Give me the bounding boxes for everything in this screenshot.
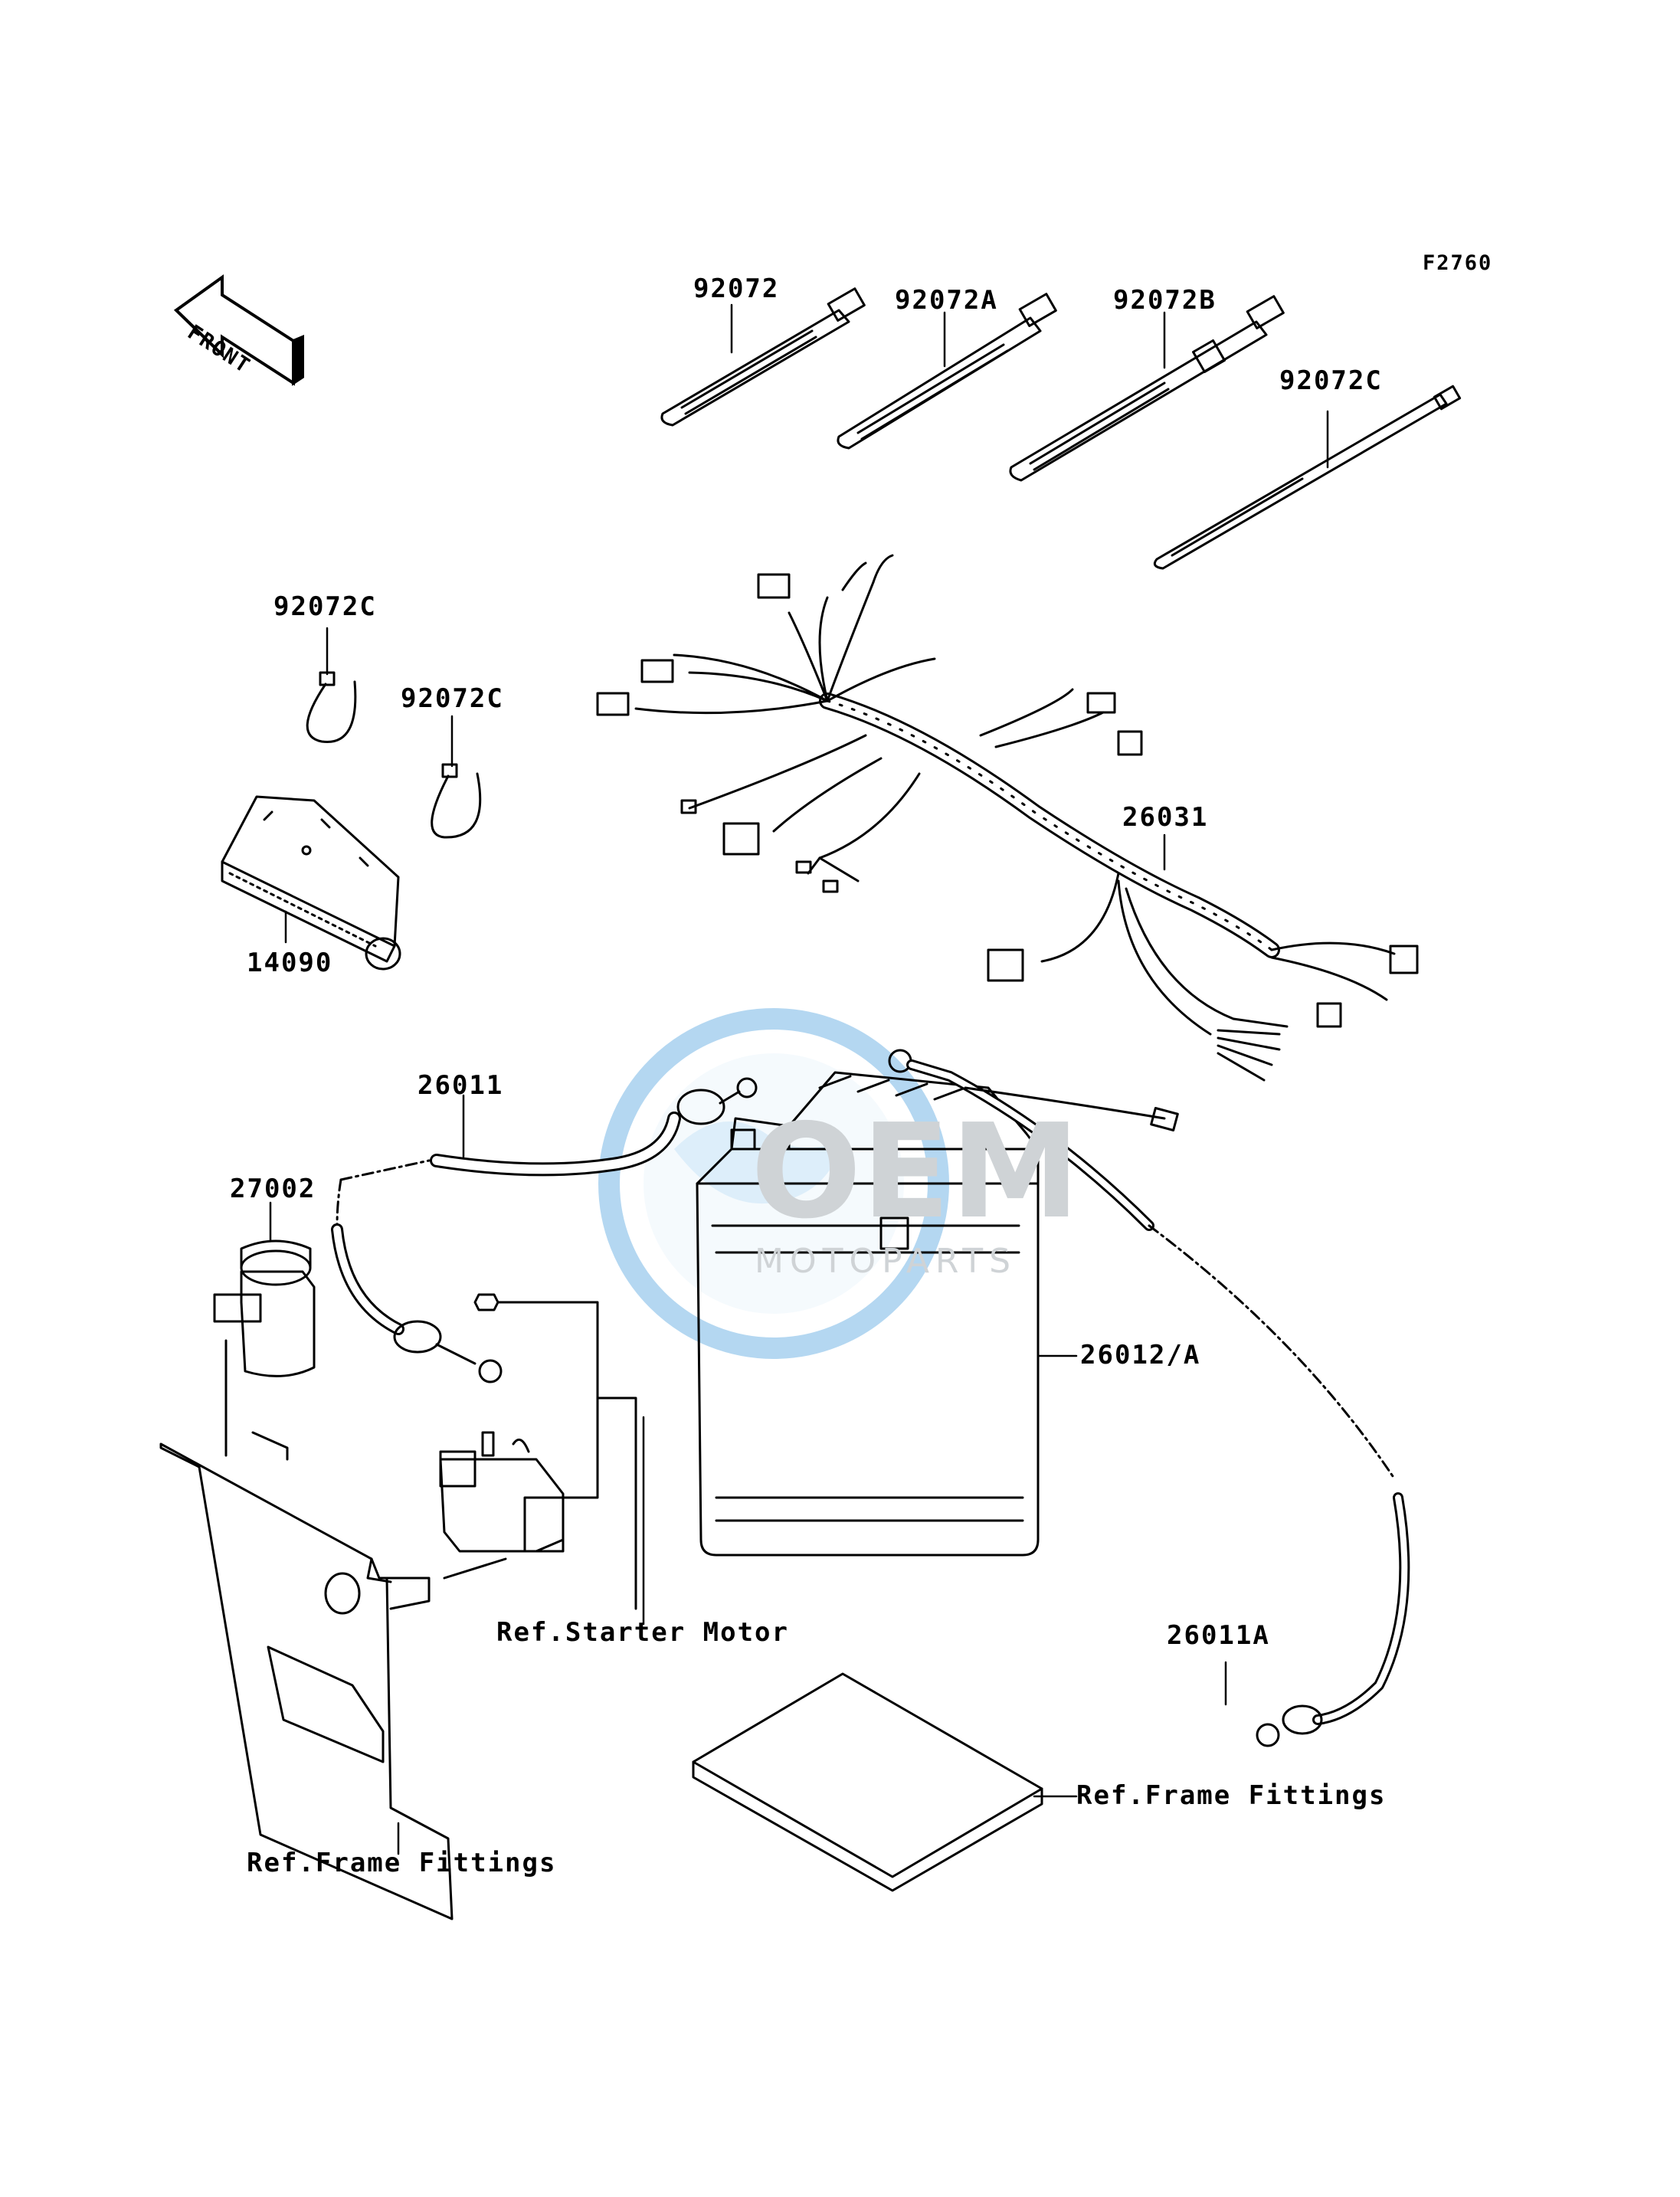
part-label-92072c-top: 92072C bbox=[1279, 365, 1383, 396]
part-label-26011: 26011 bbox=[418, 1070, 504, 1101]
part-label-27002: 27002 bbox=[230, 1174, 316, 1204]
part-label-92072: 92072 bbox=[693, 273, 780, 304]
part-label-26031: 26031 bbox=[1122, 802, 1209, 833]
battery-holder-bracket bbox=[159, 1431, 507, 1920]
battery-pad bbox=[692, 1672, 1043, 1892]
battery-cable-26011a bbox=[888, 1049, 1410, 1747]
ref-frame-fittings-left: Ref.Frame Fittings bbox=[247, 1848, 557, 1878]
bracket-14090 bbox=[221, 795, 401, 971]
ref-frame-fittings-right: Ref.Frame Fittings bbox=[1076, 1780, 1387, 1811]
ref-starter-motor: Ref.Starter Motor bbox=[496, 1617, 789, 1648]
loop-tie-left-1 bbox=[306, 671, 357, 744]
starter-relay bbox=[439, 1293, 637, 1610]
watermark-small-text: MOTOPARTS bbox=[755, 1242, 1017, 1281]
part-label-92072c-left1: 92072C bbox=[273, 591, 377, 622]
front-arrow-icon bbox=[173, 274, 304, 386]
part-label-26012a: 26012/A bbox=[1080, 1340, 1201, 1370]
cable-tie-92072 bbox=[660, 287, 866, 427]
figure-code: F2760 bbox=[1423, 251, 1493, 275]
wiring-harness-26031 bbox=[596, 554, 1419, 1082]
battery-26012a bbox=[696, 1071, 1040, 1557]
part-label-92072a: 92072A bbox=[895, 285, 998, 316]
loop-tie-left-2 bbox=[431, 763, 482, 839]
cable-tie-92072c bbox=[1153, 385, 1462, 570]
battery-cable-26011 bbox=[331, 1077, 758, 1383]
cable-tie-92072a bbox=[837, 293, 1057, 450]
relay-27002 bbox=[213, 1239, 316, 1457]
leader-lines bbox=[269, 303, 1329, 1855]
watermark-big-text: OEM bbox=[751, 1096, 1080, 1248]
part-label-92072c-left2: 92072C bbox=[401, 683, 504, 714]
part-label-14090: 14090 bbox=[247, 948, 333, 978]
part-label-26011a: 26011A bbox=[1167, 1620, 1270, 1651]
part-label-92072b: 92072B bbox=[1113, 285, 1217, 316]
cable-tie-92072b bbox=[1009, 295, 1285, 482]
